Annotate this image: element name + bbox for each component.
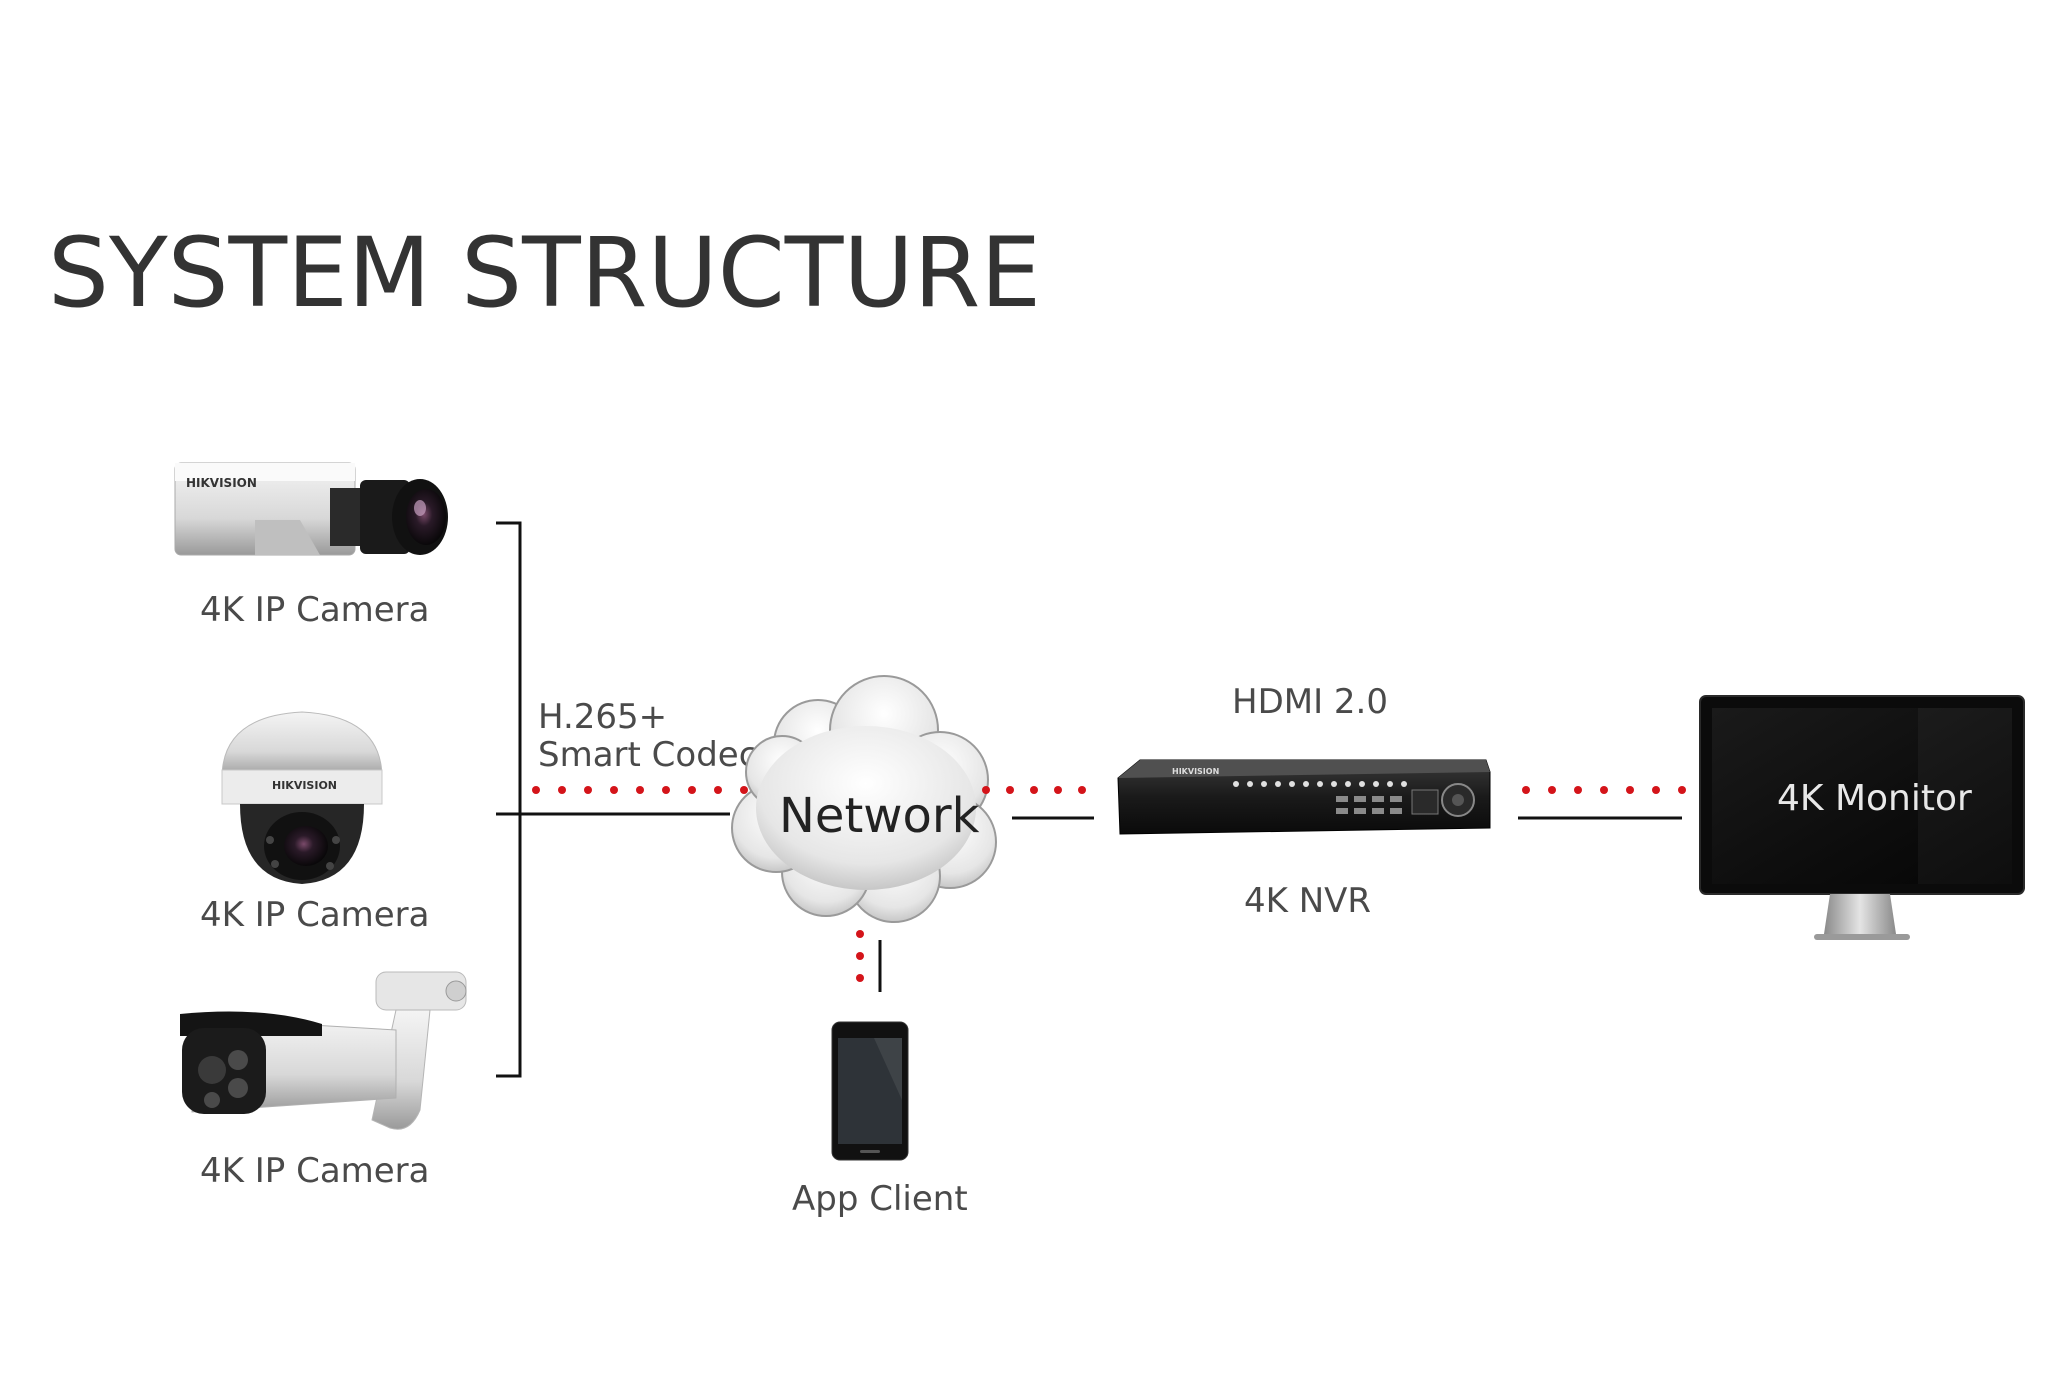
- cloud-icon: [731, 675, 997, 923]
- brand-logo: HIKVISION: [1172, 767, 1219, 776]
- dotted-link-network-app: [856, 930, 864, 982]
- app-client-label: App Client: [792, 1179, 968, 1219]
- codec-label-line1: H.265+: [538, 697, 667, 737]
- camera-label-2: 4K IP Camera: [200, 895, 430, 935]
- network-label: Network: [779, 788, 980, 844]
- nvr-icon: HIKVISION: [1117, 759, 1491, 835]
- dotted-link-cameras-network: [532, 786, 748, 794]
- brand-logo: HIKVISION: [272, 779, 337, 792]
- dome-camera-icon: HIKVISION: [221, 711, 383, 884]
- nvr-label: 4K NVR: [1244, 881, 1371, 921]
- dotted-link-nvr-monitor: [1522, 786, 1686, 794]
- hdmi-label: HDMI 2.0: [1232, 682, 1388, 722]
- brand-logo: HIKVISION: [186, 476, 257, 490]
- monitor-label: 4K Monitor: [1777, 778, 1972, 819]
- page-title: SYSTEM STRUCTURE: [48, 217, 1041, 329]
- camera-label-3: 4K IP Camera: [200, 1151, 430, 1191]
- bullet-camera-icon: [180, 971, 467, 1130]
- camera-bracket: [496, 521, 730, 1078]
- monitor-icon: [1699, 695, 2025, 940]
- codec-label-line2: Smart Codec: [538, 735, 757, 775]
- smartphone-icon: [831, 1021, 909, 1161]
- dotted-link-network-nvr: [982, 786, 1086, 794]
- box-camera-icon: HIKVISION: [174, 462, 448, 556]
- camera-label-1: 4K IP Camera: [200, 590, 430, 630]
